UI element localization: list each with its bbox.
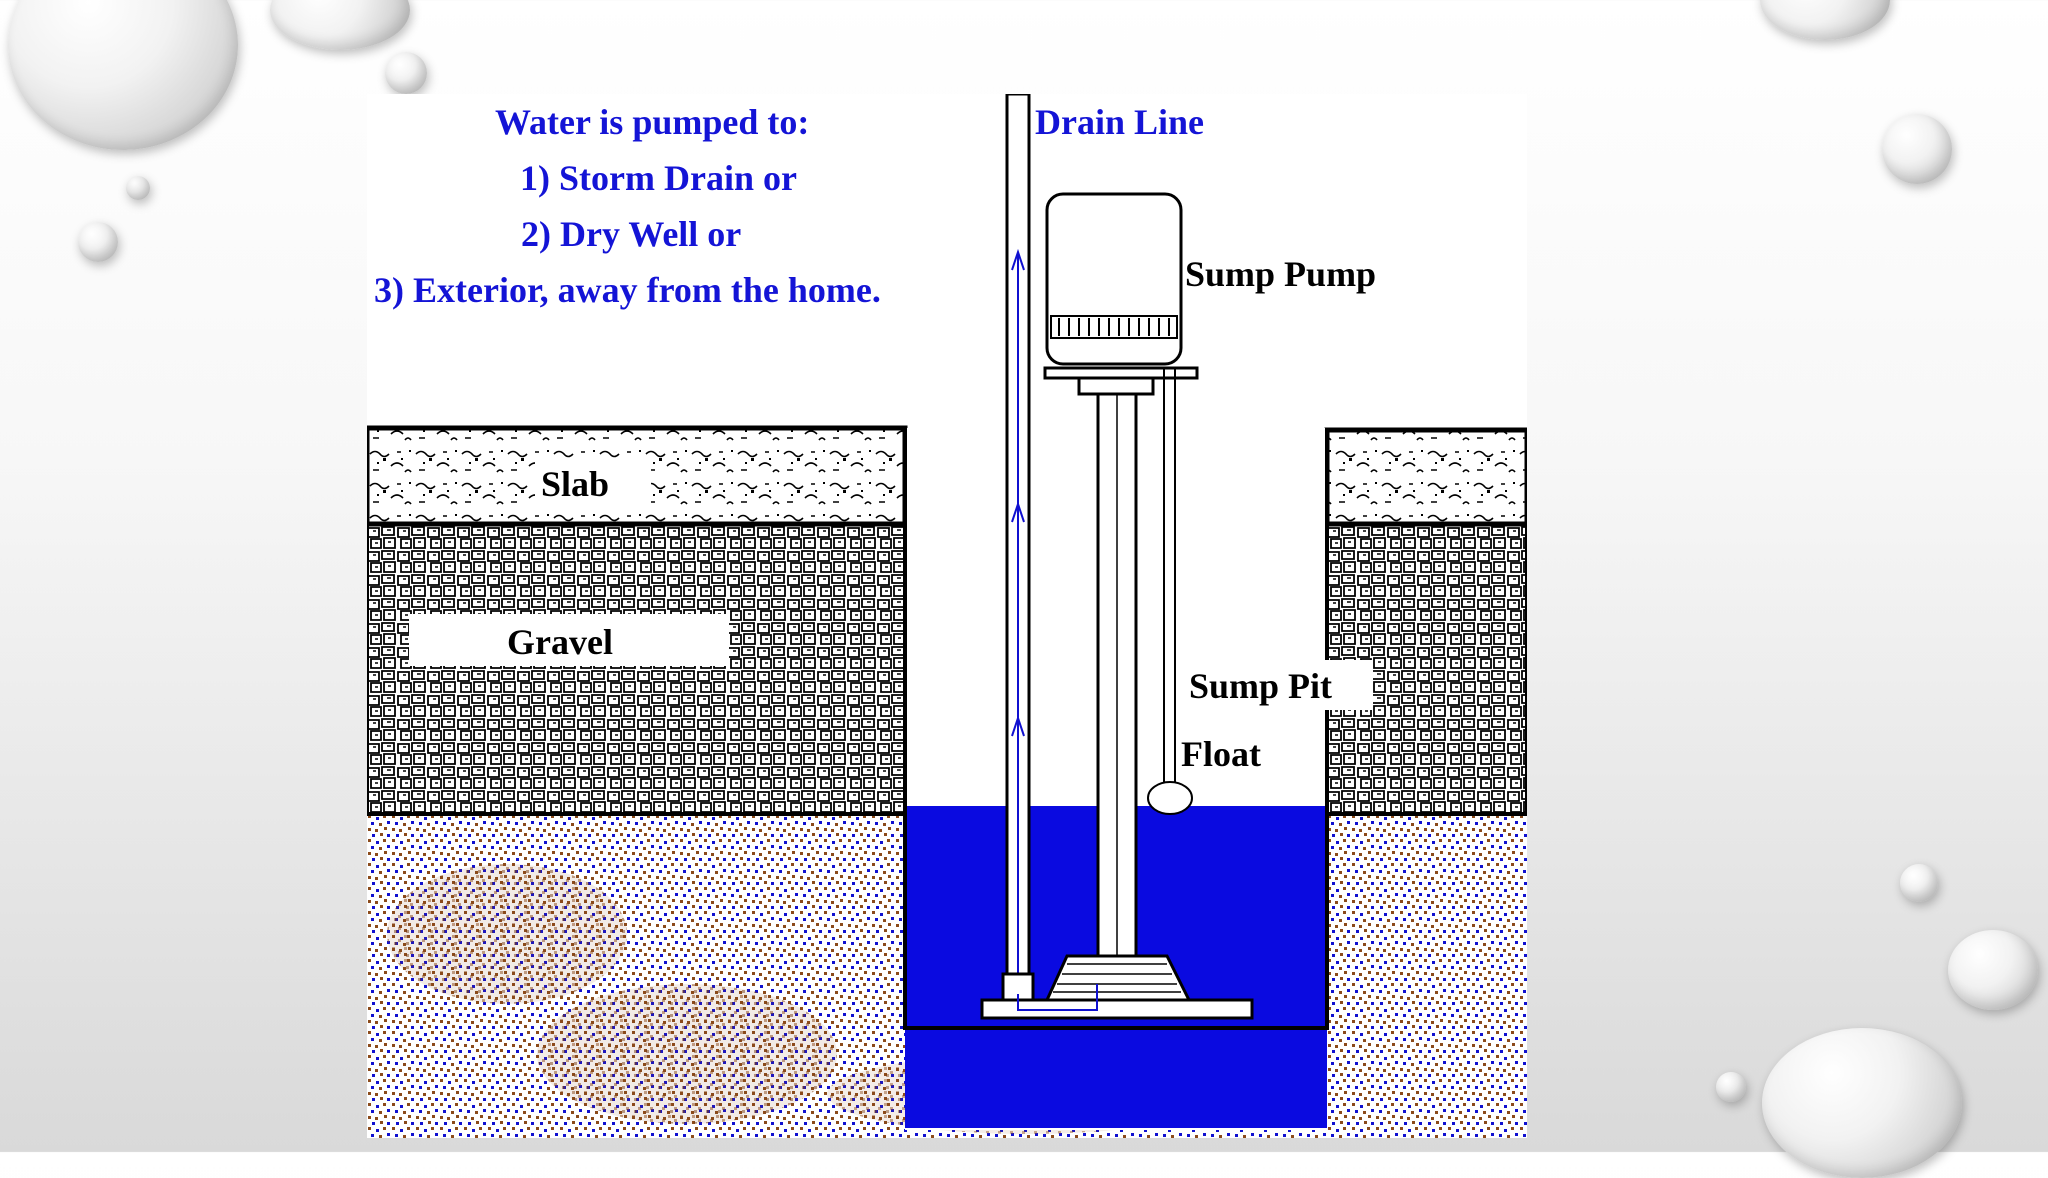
flow-arrow (1011, 714, 1025, 737)
drain-line-label: Drain Line (1035, 102, 1204, 142)
sump-pump-label: Sump Pump (1185, 254, 1376, 294)
slab-label: Slab (541, 464, 609, 504)
water-drop-decoration (1948, 930, 2038, 1010)
water-drop-decoration (385, 52, 427, 94)
flow-arrow (1011, 248, 1025, 271)
sump-pit-label-box (1185, 660, 1373, 710)
water-drop-decoration (1762, 1028, 1962, 1178)
gravel-label-box (409, 614, 729, 666)
intake-flow (1017, 984, 1098, 1011)
caption-line-4: 3) Exterior, away from the home. (374, 270, 881, 310)
diagram-canvas: Water is pumped to: 1) Storm Drain or 2)… (364, 92, 1530, 1138)
water-drop-decoration (78, 222, 118, 262)
float-label: Float (1181, 734, 1261, 774)
soil-patch (387, 864, 627, 1004)
float-label-box (1177, 730, 1301, 776)
float-ball (1147, 781, 1193, 815)
water-drop-decoration (1716, 1072, 1746, 1102)
sump-pit-label: Sump Pit (1189, 666, 1332, 706)
motor-vent-band (1050, 315, 1178, 339)
pit-wall-outline (903, 428, 1329, 1030)
water-drop-decoration (270, 0, 410, 50)
pump-mount-collar (1077, 376, 1155, 396)
water-drop-decoration (8, 0, 238, 150)
caption-line-3: 2) Dry Well or (521, 214, 741, 254)
flow-arrow (1011, 500, 1025, 523)
pump-intake-volute (1044, 954, 1192, 1002)
water-drop-decoration (126, 176, 150, 200)
intake-ribs (1053, 963, 1181, 993)
motor-vents (1058, 318, 1170, 336)
water-drop-decoration (1760, 0, 1890, 40)
slab-label-box (535, 458, 651, 508)
soil-patch (537, 984, 837, 1124)
gravel-label: Gravel (507, 622, 613, 662)
sump-pump-diagram: Water is pumped to: 1) Storm Drain or 2)… (364, 92, 1530, 1138)
caption-line-1: Water is pumped to: (495, 102, 809, 142)
caption-line-2: 1) Storm Drain or (520, 158, 797, 198)
gravel-layer-left (365, 522, 907, 816)
slab-right (1324, 427, 1530, 527)
water-drop-decoration (1900, 864, 1938, 902)
water-drop-decoration (1882, 114, 1952, 184)
